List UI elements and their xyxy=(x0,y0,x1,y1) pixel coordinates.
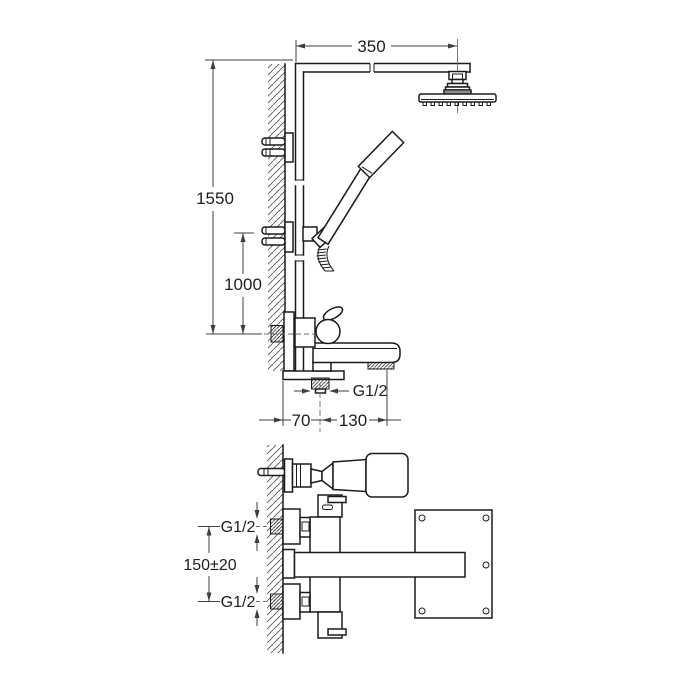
spout-outlet xyxy=(367,362,395,370)
shower-head-nozzles xyxy=(422,101,491,106)
dim-bottom-inlet-thread: G1/2 xyxy=(198,577,270,626)
shower-hose xyxy=(316,245,335,272)
mixer-wall-plate xyxy=(283,311,295,372)
dim-label-g12-top: G1/2 xyxy=(221,519,256,536)
hand-shower xyxy=(310,130,405,249)
tub-spout xyxy=(312,342,401,364)
side-view-wall-mixer: G1/2 150±20 G1/2 xyxy=(183,444,493,654)
shower-column-pipe xyxy=(294,62,471,372)
bottom-inlet-connector xyxy=(270,593,284,610)
plate-screw-hole xyxy=(418,607,426,615)
dim-label-g12-bottom: G1/2 xyxy=(221,594,256,611)
hand-shower-head xyxy=(365,452,409,498)
dim-label-350: 350 xyxy=(357,37,385,56)
dim-inlet-spacing: 150±20 xyxy=(183,526,237,602)
top-inlet-connector xyxy=(270,518,284,535)
dim-arm-reach: 350 xyxy=(295,37,457,62)
dim-label-150-20: 150±20 xyxy=(183,557,236,574)
plate-screw-hole xyxy=(482,514,490,522)
top-view-shower-column: 350 1550 1000 G xyxy=(196,37,497,432)
dim-label-130: 130 xyxy=(339,411,367,430)
dim-wall-offsets: 70 130 xyxy=(259,370,401,430)
dim-top-inlet-thread: G1/2 xyxy=(198,502,270,551)
bath-mixer-valve xyxy=(270,306,401,394)
rain-shower-head xyxy=(418,39,497,113)
plate-screw-hole xyxy=(418,514,426,522)
spout-bar xyxy=(293,551,466,578)
wall-section-top xyxy=(268,63,286,372)
dim-outlet-thread: G1/2 xyxy=(294,383,387,432)
mixer-lever xyxy=(322,306,344,321)
dim-label-g12-outlet: G1/2 xyxy=(353,383,388,400)
plate-screw-hole xyxy=(482,607,490,615)
dim-label-1550: 1550 xyxy=(196,189,234,208)
plate-screw-hole xyxy=(482,561,490,569)
mixer-knob xyxy=(315,318,341,345)
dim-hand-shower-height: 1000 xyxy=(206,232,316,335)
dim-column-height: 1550 xyxy=(196,59,293,334)
wall-bracket-upper xyxy=(261,132,294,163)
dim-label-70: 70 xyxy=(292,411,311,430)
dim-label-1000: 1000 xyxy=(224,275,262,294)
hand-shower-side-view xyxy=(257,452,409,498)
mixer-body-side-view xyxy=(270,494,493,639)
